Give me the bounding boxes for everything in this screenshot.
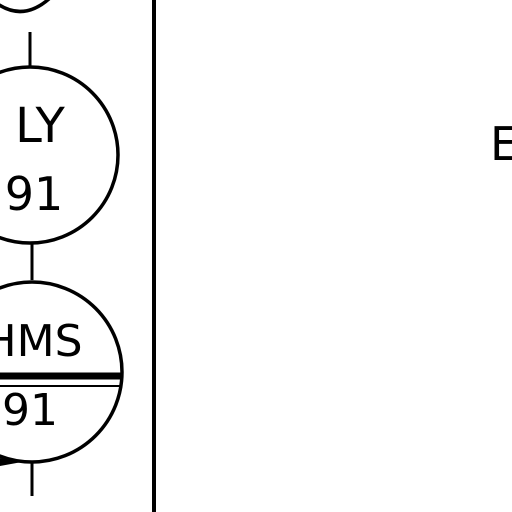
instrument-bubble-hms: HMS 91	[0, 280, 124, 464]
instrument-number: 91	[2, 385, 58, 436]
bubble-circle	[0, 65, 120, 245]
top-partial-bubble	[0, 0, 51, 14]
partial-label: E	[490, 117, 512, 171]
instrument-bubble-ly: LY 91	[0, 65, 120, 245]
arrowhead-icon	[0, 458, 22, 466]
instrument-tag: LY	[15, 98, 65, 154]
instrument-tag: HMS	[0, 316, 82, 367]
instrument-number: 91	[5, 167, 64, 221]
